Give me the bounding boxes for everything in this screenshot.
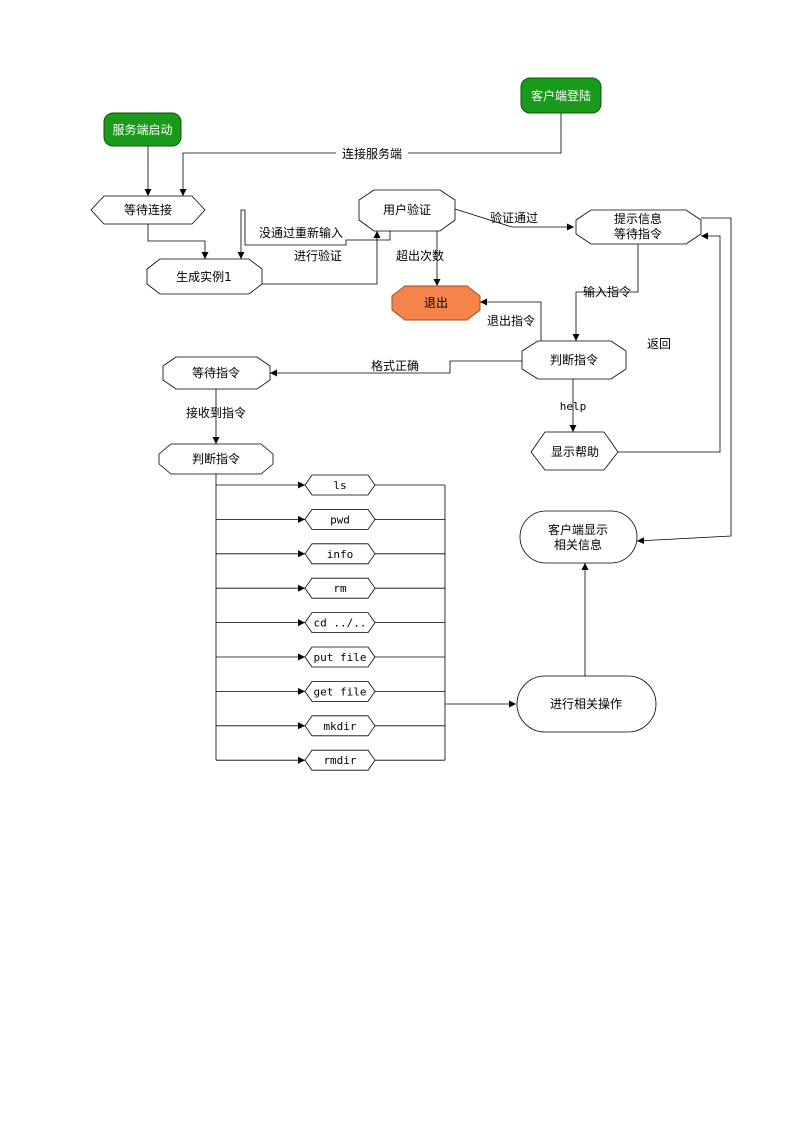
cmd-node: ls: [304, 474, 376, 496]
cmd-node-shape: [304, 543, 376, 565]
node-judge-cmd-right-label: 判断指令: [550, 352, 598, 367]
node-server-start-shape: [103, 112, 182, 147]
cmd-node: mkdir: [304, 715, 376, 737]
label-received-cmd: 接收到指令: [186, 405, 246, 420]
cmd-node-shape: [304, 474, 376, 496]
node-client-show-label-2: 相关信息: [554, 537, 602, 552]
node-do-operation-label: 进行相关操作: [550, 696, 622, 711]
edge-verify-to-instance: [237, 209, 391, 259]
label-connect-server: 连接服务端: [342, 146, 402, 161]
cmd-node: rm: [304, 577, 376, 599]
label-exceed-times: 超出次数: [396, 248, 444, 263]
node-wait-cmd-shape: [162, 356, 271, 390]
cmd-node: pwd: [304, 508, 376, 530]
label-verify-pass: 验证通过: [490, 210, 538, 225]
cmd-node: get file: [304, 681, 376, 702]
edge-instance-to-verify: [262, 231, 381, 285]
node-wait-cmd: 等待指令: [162, 356, 271, 390]
node-user-verify: 用户验证: [358, 189, 456, 232]
edge-judge-to-waitcmd: [270, 360, 522, 377]
label-exit-cmd: 退出指令: [487, 313, 535, 328]
node-do-operation: 进行相关操作: [516, 675, 657, 733]
node-client-show-shape: [519, 510, 638, 564]
cmd-node-shape: [304, 681, 376, 702]
node-create-instance: 生成实例1: [146, 258, 263, 295]
cmd-node-shape: [304, 577, 376, 599]
cmd-node-label: get file: [314, 685, 367, 698]
edge-help-to-tip: [618, 232, 721, 453]
cmd-node-label: put file: [314, 651, 367, 664]
node-client-show-label-1: 客户端显示: [548, 522, 608, 537]
node-show-help-label: 显示帮助: [551, 445, 599, 459]
node-server-start: 服务端启动: [103, 112, 182, 147]
node-judge-cmd-left-label: 判断指令: [192, 451, 240, 466]
cmd-node: cd ../..: [304, 612, 376, 633]
node-exit-shape: [391, 285, 481, 321]
cmd-node-shape: [304, 749, 376, 771]
node-tip-info: 提示信息 等待指令: [575, 209, 702, 245]
node-judge-cmd-left-shape: [158, 443, 274, 475]
cmd-node-shape: [304, 715, 376, 737]
cmd-node-label: mkdir: [323, 720, 356, 733]
edge-labels: 连接服务端 没通过重新输入 进行验证 验证通过 超出次数 输入指令 退出指令 返…: [186, 145, 671, 420]
edge-verify-to-tip: [454, 208, 574, 231]
node-exit: 退出: [391, 285, 481, 321]
node-wait-cmd-label: 等待指令: [192, 365, 240, 380]
label-fail-reinput: 没通过重新输入: [259, 225, 343, 240]
node-tip-info-label-2: 等待指令: [614, 226, 662, 241]
node-client-login: 客户端登陆: [520, 77, 602, 114]
node-show-help-shape: [530, 431, 619, 471]
label-do-verify: 进行验证: [294, 248, 342, 263]
cmd-node-label: rmdir: [323, 754, 356, 767]
node-client-login-label: 客户端登陆: [531, 88, 591, 103]
cmd-node-label: info: [327, 548, 354, 561]
node-judge-cmd-right: 判断指令: [521, 340, 627, 380]
cmd-node: rmdir: [304, 749, 376, 771]
cmd-node-shape: [304, 646, 376, 668]
node-judge-cmd-right-shape: [521, 340, 627, 380]
node-wait-connect-label: 等待连接: [124, 202, 172, 217]
label-format-ok: 格式正确: [371, 358, 419, 373]
cmd-node-shape: [304, 508, 376, 530]
node-create-instance-label: 生成实例1: [176, 269, 232, 284]
cmd-node: put file: [304, 646, 376, 668]
node-wait-connect-shape: [90, 195, 206, 225]
node-wait-connect: 等待连接: [90, 195, 206, 225]
cmd-node-label: ls: [333, 479, 346, 492]
node-client-show: 客户端显示 相关信息: [519, 510, 638, 564]
label-input-cmd: 输入指令: [583, 284, 631, 299]
node-tip-info-label-1: 提示信息: [614, 211, 662, 226]
edge-wait-to-instance: [147, 224, 209, 259]
cmd-node: info: [304, 543, 376, 565]
edge-judge-to-exit: [480, 298, 542, 341]
label-help: help: [560, 400, 587, 413]
edges: [144, 113, 732, 760]
node-user-verify-shape: [358, 189, 456, 232]
node-exit-label: 退出: [424, 296, 448, 310]
node-create-instance-shape: [146, 258, 263, 295]
cmd-node-label: rm: [333, 582, 347, 595]
node-show-help: 显示帮助: [530, 431, 619, 471]
node-judge-cmd-left: 判断指令: [158, 443, 274, 475]
node-user-verify-label: 用户验证: [383, 202, 431, 217]
command-edges: [216, 481, 445, 764]
node-do-operation-shape: [516, 675, 657, 733]
cmd-node-label: pwd: [330, 513, 350, 526]
node-server-start-label: 服务端启动: [112, 122, 172, 137]
node-tip-info-shape: [575, 209, 702, 245]
edge-tip-to-clientshow: [636, 217, 732, 545]
edge-tip-to-judge: [572, 244, 639, 341]
cmd-node-shape: [304, 612, 376, 633]
node-client-login-shape: [520, 77, 602, 114]
command-nodes: ls pwd info rm cd ../.. put file get file mkdir…: [304, 474, 376, 771]
label-back: 返回: [647, 337, 671, 351]
cmd-node-label: cd ../..: [314, 617, 367, 630]
